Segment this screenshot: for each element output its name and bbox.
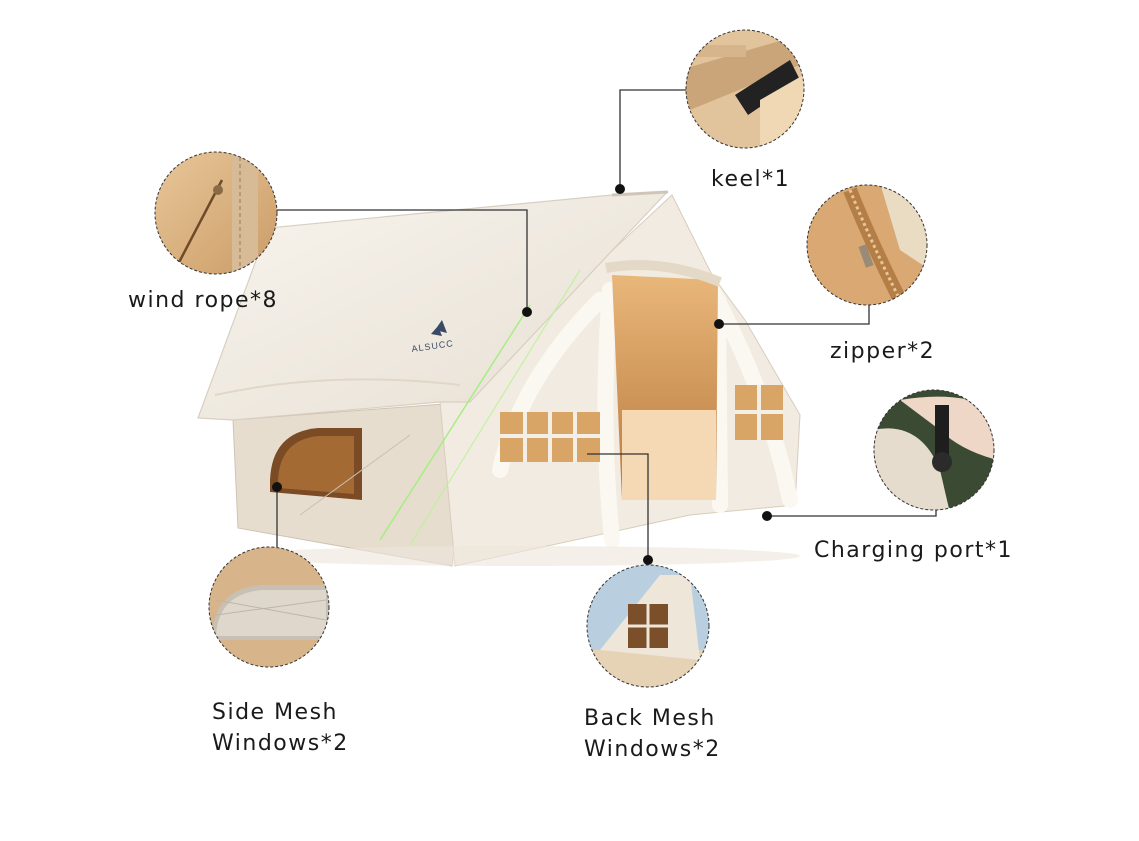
charging-port-detail-image: [874, 390, 994, 510]
connector-dots: [272, 184, 772, 565]
tent-door-floor: [622, 410, 716, 500]
roof-bottom-seam: [214, 378, 461, 396]
keel-detail-image: [686, 30, 804, 148]
wind-rope-detail-image: [155, 152, 277, 274]
charging-port-label: Charging port*1: [814, 538, 1014, 563]
zipper-connector: [719, 305, 870, 325]
keel-label: keel*1: [711, 167, 791, 192]
wind-rope-connector: [277, 209, 528, 312]
back-mesh-connector: [587, 453, 649, 560]
front-window-left: [500, 412, 600, 462]
tent-illustration: ALSUCC: [197, 190, 801, 567]
connector-lines: [276, 89, 937, 560]
air-tube-frame: [492, 282, 798, 548]
door-rolled-flap: [605, 260, 722, 287]
back-mesh-label: Back Mesh Windows*2: [584, 706, 721, 762]
back-mesh-detail-image: [587, 565, 709, 687]
front-window-right: [735, 385, 783, 440]
tent-roof: [197, 191, 669, 421]
zipper-detail-image: [807, 185, 927, 305]
zipper-label: zipper*2: [830, 339, 936, 364]
guy-ropes: [299, 269, 581, 546]
roof-ridge-seam: [611, 190, 669, 197]
side-mesh-label: Side Mesh Windows*2: [212, 700, 349, 756]
keel-connector: [619, 89, 686, 188]
charging-port-connector: [767, 510, 937, 517]
side-mesh-detail-image: [209, 547, 329, 667]
wind-rope-label: wind rope*8: [128, 288, 279, 313]
